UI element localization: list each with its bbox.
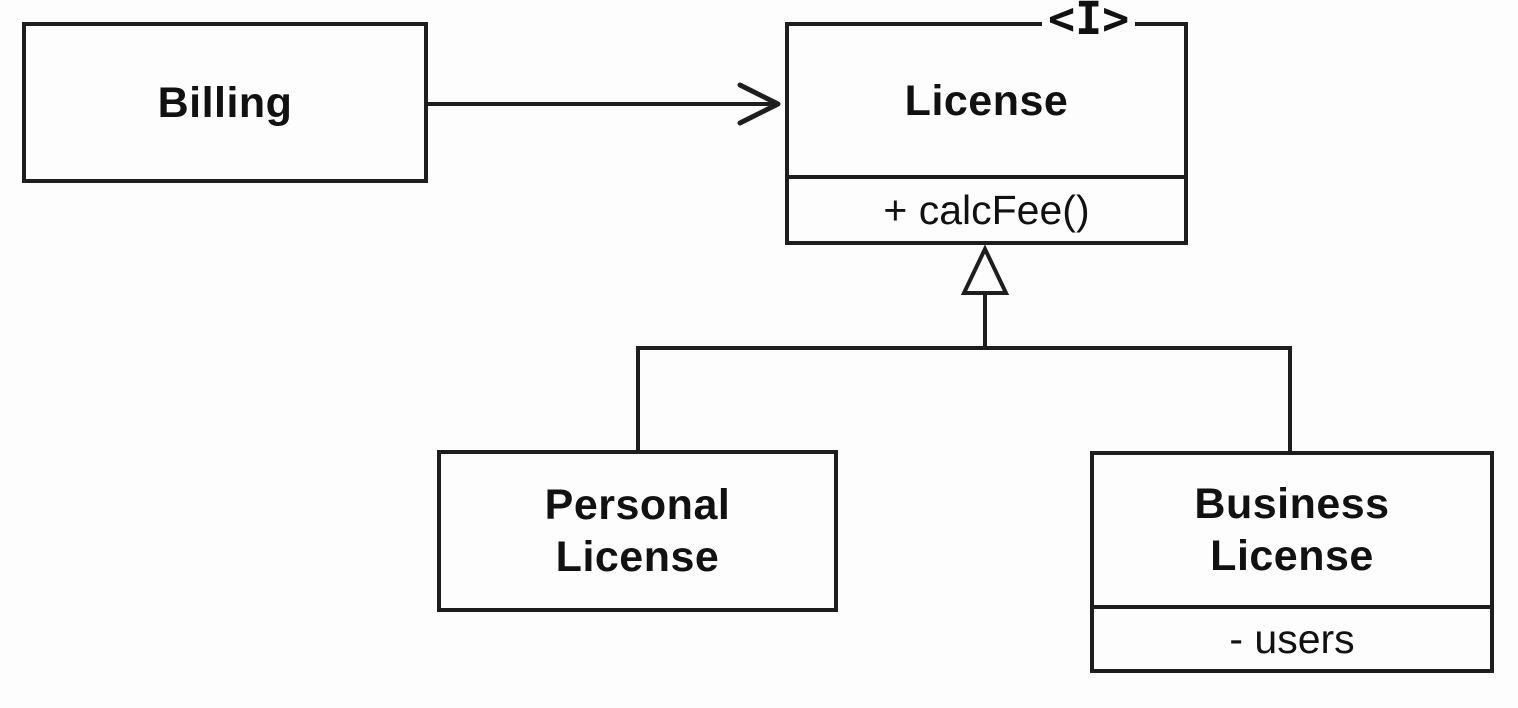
generalization-hollow-triangle	[960, 244, 1010, 295]
generalization-connector-personal	[636, 346, 985, 454]
class-name-license: License	[904, 76, 1069, 125]
class-name-business-license: Business License	[1094, 455, 1490, 605]
class-name-line: Business	[1194, 480, 1390, 528]
class-name-personal-license: Personal License	[441, 454, 834, 608]
association-open-arrowhead	[737, 82, 781, 126]
class-name-line: Personal	[544, 481, 731, 529]
class-box-license: License + calcFee()	[785, 22, 1188, 245]
class-method-calcfee: + calcFee()	[789, 175, 1184, 241]
class-name-line: License	[1210, 532, 1374, 580]
class-name-line: License	[555, 533, 720, 581]
interface-stereotype-label: <I>	[1042, 0, 1136, 44]
class-attribute-users: - users	[1094, 605, 1490, 669]
generalization-connector-business	[985, 346, 1292, 454]
class-box-business-license: Business License - users	[1090, 451, 1494, 673]
class-name-billing: Billing	[157, 78, 293, 127]
class-box-billing: Billing	[22, 22, 428, 183]
class-box-personal-license: Personal License	[437, 450, 838, 612]
